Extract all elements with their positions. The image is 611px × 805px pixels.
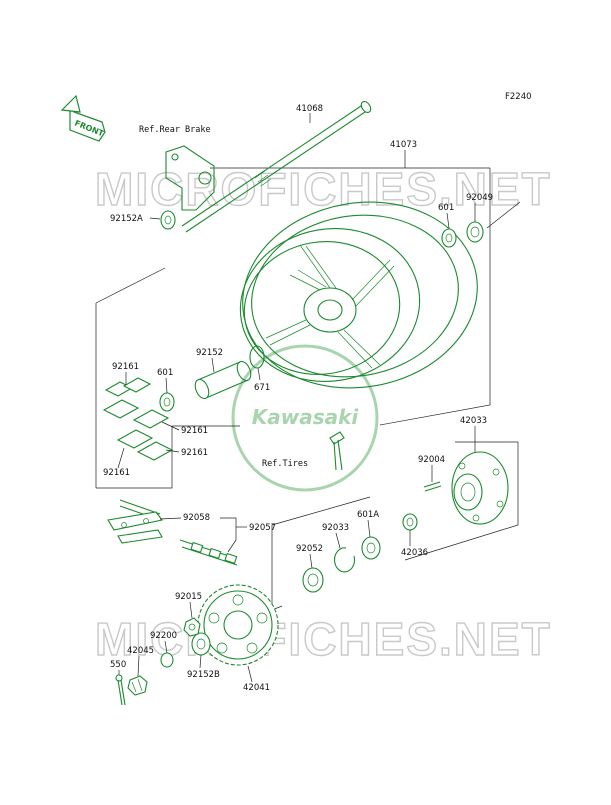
label-92057: 92057 bbox=[249, 523, 276, 533]
label-42036: 42036 bbox=[401, 548, 428, 558]
axle bbox=[181, 100, 372, 233]
label-92161-d: 92161 bbox=[103, 468, 130, 478]
label-92152a: 92152A bbox=[110, 214, 143, 224]
nut-42045 bbox=[127, 675, 148, 696]
bearing-601-right bbox=[441, 228, 457, 248]
cotter-pin-550 bbox=[115, 674, 126, 706]
seal-92052 bbox=[302, 567, 324, 593]
rear-coupling-42033 bbox=[451, 451, 509, 525]
label-92052: 92052 bbox=[296, 544, 323, 554]
tire-valve bbox=[329, 431, 345, 471]
seal-92049 bbox=[466, 221, 484, 243]
label-671: 671 bbox=[254, 383, 270, 393]
label-92161-a: 92161 bbox=[112, 362, 139, 372]
collar-92152 bbox=[194, 360, 252, 400]
ref-rear-brake[interactable]: Ref.Rear Brake bbox=[139, 125, 211, 135]
label-42041: 42041 bbox=[243, 683, 270, 693]
label-601-right: 601 bbox=[438, 203, 454, 213]
stud-92004 bbox=[423, 481, 442, 492]
label-92033: 92033 bbox=[322, 523, 349, 533]
nut-92015 bbox=[183, 617, 201, 637]
label-41073: 41073 bbox=[390, 140, 417, 150]
rear-brake-bracket bbox=[165, 145, 215, 211]
label-92161-b: 92161 bbox=[181, 426, 208, 436]
label-92015: 92015 bbox=[175, 592, 202, 602]
label-92004: 92004 bbox=[418, 455, 445, 465]
kawasaki-logo: Kawasaki bbox=[231, 344, 379, 492]
watermark-top: MICROFICHES.NET bbox=[95, 163, 552, 215]
label-92049: 92049 bbox=[466, 193, 493, 203]
bearing-601-left bbox=[159, 392, 175, 412]
damper-rubbers bbox=[102, 377, 174, 461]
label-550: 550 bbox=[110, 660, 126, 670]
front-arrow-icon: FRONT bbox=[60, 94, 106, 142]
collar-92152b bbox=[191, 632, 211, 656]
label-42045: 42045 bbox=[127, 646, 154, 656]
circlip-92033 bbox=[334, 547, 356, 573]
collar-92152a bbox=[160, 210, 176, 230]
label-92152b: 92152B bbox=[187, 670, 220, 680]
wheel-rim bbox=[239, 201, 478, 389]
drive-chain bbox=[107, 499, 238, 566]
label-42033: 42033 bbox=[460, 416, 487, 426]
washer-92200 bbox=[160, 652, 174, 668]
label-601-left: 601 bbox=[157, 368, 173, 378]
label-92161-c: 92161 bbox=[181, 448, 208, 458]
o-ring-671 bbox=[249, 345, 265, 369]
collar-42036 bbox=[402, 513, 418, 531]
logo-text: Kawasaki bbox=[252, 405, 360, 429]
sprocket-42041 bbox=[197, 584, 279, 666]
label-601a: 601A bbox=[357, 510, 379, 520]
label-41068: 41068 bbox=[296, 104, 323, 114]
label-92058: 92058 bbox=[183, 513, 210, 523]
ref-tires[interactable]: Ref.Tires bbox=[262, 459, 308, 469]
bearing-601a bbox=[361, 536, 381, 560]
label-92152: 92152 bbox=[196, 348, 223, 358]
figure-code: F2240 bbox=[505, 92, 532, 102]
label-92200: 92200 bbox=[150, 631, 177, 641]
